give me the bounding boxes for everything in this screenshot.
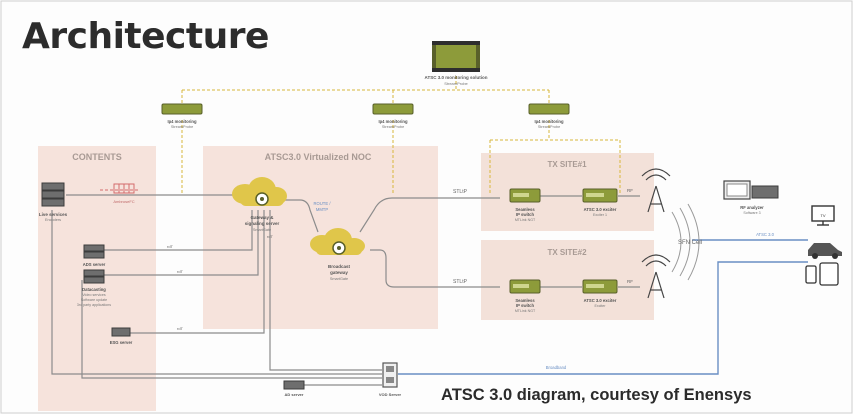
data-rdt-label: rdT <box>177 269 184 274</box>
vod-server-label: VOD Server <box>379 392 402 397</box>
sfn-arcs <box>671 203 700 281</box>
rf1-label: RF <box>627 188 633 193</box>
ads-server-label: ADS server <box>83 262 106 267</box>
gateway-sub: SmartGate <box>253 228 271 232</box>
rf-analyzer-sub: Software 3 <box>743 211 760 215</box>
ads-server-icon <box>83 244 105 259</box>
gateway-cloud-icon <box>232 177 287 206</box>
probe-2: Ip4 monitoring StreamProbe <box>372 103 414 129</box>
datacasting-sub2: Software update <box>81 298 107 302</box>
tx2-exciter-sub: Exciter <box>595 304 607 308</box>
monitoring-links <box>181 76 621 195</box>
contents-label: CONTENTS <box>72 152 122 162</box>
diagram-caption: ATSC 3.0 diagram, courtesy of Enensys <box>441 386 752 404</box>
data-links <box>51 194 640 386</box>
rf-analyzer-icon <box>723 180 779 200</box>
broadcast-label-2: gateway <box>330 270 348 275</box>
svg-text:StreamProbe: StreamProbe <box>382 125 404 129</box>
broadcast-label: Broadcast <box>328 264 351 269</box>
noc-label: ATSC3.0 Virtualized NOC <box>265 152 372 162</box>
broadband-links <box>398 239 808 375</box>
monitoring-solution-icon <box>432 41 480 72</box>
tx1-exciter-icon <box>582 188 618 203</box>
tx2-region <box>481 240 654 320</box>
ad-server-label: AD server <box>285 392 304 397</box>
sfn-label: SFN Cell <box>678 240 702 246</box>
atsc30-link-label: ATSC 3.0 <box>756 232 775 237</box>
datacasting-label: Datacasting <box>82 287 106 292</box>
gw-rdt-label: rdT <box>267 234 274 239</box>
gateway-label-2: signaling server <box>245 221 280 226</box>
svg-text:StreamProbe: StreamProbe <box>538 125 560 129</box>
svg-text:Ip4 monitoring: Ip4 monitoring <box>167 119 197 124</box>
svg-text:StreamProbe: StreamProbe <box>171 125 193 129</box>
car-icon <box>808 243 842 259</box>
contents-link-label: AmbroseFC <box>113 199 134 204</box>
vod-server-icon <box>382 362 398 388</box>
red-film-icon <box>113 183 135 194</box>
tx2-exciter-label: ATSC 3.0 exciter <box>584 298 617 303</box>
tx1-switch-sub: MTLink NGT <box>515 218 536 222</box>
tx1-switch-label: Seamless <box>515 207 535 212</box>
broadband-link-label: Broadband <box>546 365 567 370</box>
gateway-label: Gateway & <box>250 215 274 220</box>
svg-text:Ip4 monitoring: Ip4 monitoring <box>534 119 564 124</box>
esg-server-icon <box>111 327 131 337</box>
tx1-exciter-label: ATSC 3.0 exciter <box>584 207 617 212</box>
datacasting-icon <box>83 269 105 284</box>
probe-3: Ip4 monitoring StreamProbe <box>528 103 570 129</box>
stltp2-label: STLtP <box>453 279 468 285</box>
tv-label: TV <box>820 213 825 218</box>
tx1-label: TX SITE#1 <box>547 160 587 169</box>
tx2-exciter-icon <box>582 279 618 294</box>
tx2-switch-icon <box>509 279 541 294</box>
live-services-icon <box>41 182 65 207</box>
tx2-antenna-icon <box>641 254 671 299</box>
datacasting-sub3: 3rd party applications <box>77 303 111 307</box>
tx1-switch-icon <box>509 188 541 203</box>
mobile-devices-icon <box>805 262 839 286</box>
ad-server-icon <box>283 380 305 390</box>
rf2-label: RF <box>627 279 633 284</box>
page-title: Architecture <box>22 16 269 57</box>
tv-icon <box>811 205 835 226</box>
live-services-label: Live services <box>39 212 68 217</box>
tx1-switch-label-2: IP switch <box>516 212 535 217</box>
esg-rdt-label: rdT <box>177 326 184 331</box>
broadcast-cloud-icon <box>310 228 365 255</box>
tx2-switch-label: Seamless <box>515 298 535 303</box>
tx2-switch-label-2: IP switch <box>516 303 535 308</box>
datacasting-sub1: Video services <box>82 293 106 297</box>
ads-rdt-label: rdT <box>167 244 174 249</box>
route-label-2: MMTP <box>316 207 329 212</box>
monitoring-solution-label: ATSC 3.0 monitoring solution <box>425 75 488 80</box>
route-label: ROUTE / <box>314 201 332 206</box>
rf-analyzer-label: RF analyzer <box>740 205 764 210</box>
probe-1: Ip4 monitoring StreamProbe <box>161 103 203 129</box>
broadcast-sub: SmartGate <box>330 277 348 281</box>
esg-server-label: ESG server <box>110 340 133 345</box>
svg-text:Ip4 monitoring: Ip4 monitoring <box>378 119 408 124</box>
tx1-exciter-sub: Exciter 1 <box>593 213 607 217</box>
tx2-label: TX SITE#2 <box>547 248 587 257</box>
tx1-antenna-icon <box>641 168 671 213</box>
stltp1-label: STLtP <box>453 189 468 195</box>
tx2-switch-sub: MTLink NGT <box>515 309 536 313</box>
monitoring-solution-sub: StreamProbe <box>444 81 468 86</box>
live-services-sub: Encoders <box>45 218 61 222</box>
